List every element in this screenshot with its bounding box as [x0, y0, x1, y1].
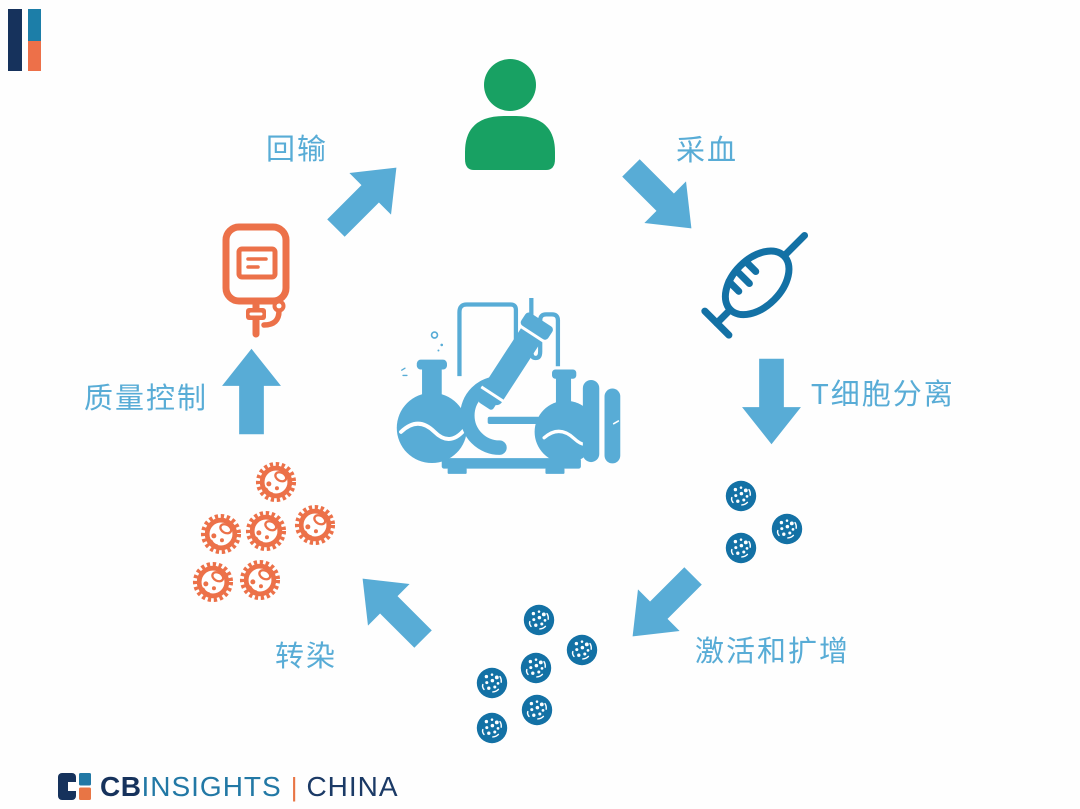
footer-brand: CB INSIGHTS | CHINA — [58, 771, 399, 803]
step-label-quality: 质量控制 — [84, 383, 209, 415]
arrow-up — [204, 345, 299, 440]
step-label-separation: T细胞分离 — [811, 379, 955, 411]
laboratory-equipment-icon — [396, 297, 621, 474]
corner-logo-teal-bar — [28, 9, 41, 41]
brand-secondary-text: INSIGHTS — [141, 771, 282, 802]
patient-icon — [465, 59, 555, 170]
syringe-icon — [701, 231, 809, 339]
cbinsights-logo-mark — [58, 773, 91, 800]
step-label-blood-draw: 采血 — [676, 135, 739, 167]
brand-region-text: CHINA — [306, 771, 399, 802]
corner-logo-navy-bar — [8, 9, 22, 71]
brand-primary-text: CB — [100, 771, 142, 802]
step-label-reinfusion: 回输 — [266, 134, 329, 166]
step-label-transfection: 转染 — [275, 641, 338, 673]
arrow-up-left — [326, 542, 460, 676]
corner-logo-orange-bar — [28, 41, 41, 71]
expanded-cells-icon — [476, 604, 598, 744]
corner-logo — [8, 9, 44, 71]
step-label-activation: 激活和扩增 — [695, 636, 851, 668]
arrow-down — [724, 353, 819, 448]
brand-divider: | — [290, 771, 298, 802]
t-cells-icon — [725, 480, 803, 564]
iv-bag-icon — [222, 223, 290, 338]
transfected-cells-icon — [186, 456, 342, 608]
